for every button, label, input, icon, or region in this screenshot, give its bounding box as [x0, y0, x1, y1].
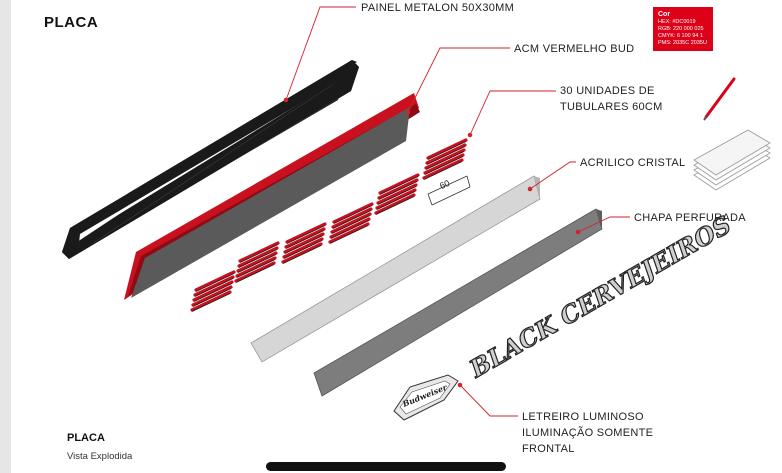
callout-tubulares-line1: 30 UNIDADES DE: [560, 85, 655, 97]
black-cervejeiros-sign: BLACK CERVEJEIROS: [463, 209, 736, 384]
tubulares-clusters: [190, 138, 468, 312]
leader-lines: [283, 6, 630, 417]
acrylic-panel: [250, 175, 541, 363]
callout-acrilico: ACRILICO CRISTAL: [580, 157, 686, 169]
tubular-cluster: [234, 241, 280, 283]
leader-acm: [407, 47, 510, 113]
acm-panel: [124, 93, 420, 300]
callout-painel: PAINEL METALON 50X30MM: [361, 2, 515, 14]
leader-chapa: [577, 216, 630, 233]
footer-title: PLACA: [67, 432, 105, 444]
acrylic-sheets-icon: [693, 129, 771, 191]
leader-acrilico: [529, 161, 576, 190]
callout-letreiro-line1: LETREIRO LUMINOSO: [522, 411, 644, 423]
swatch-rgb: RGB: 220 000 025: [658, 26, 704, 32]
perforated-sheet: [313, 208, 603, 397]
tubular-cluster: [190, 270, 236, 312]
leader-painel: [285, 6, 356, 101]
footer-subtitle: Vista Explodida: [67, 451, 133, 462]
leader-letreiro: [459, 384, 518, 417]
callout-letreiro: LETREIRO LUMINOSO ILUMINAÇÃO SOMENTE FRO…: [522, 409, 653, 457]
callout-letreiro-line2: ILUMINAÇÃO SOMENTE: [522, 427, 654, 439]
tubular-cluster: [374, 173, 420, 215]
callout-tubulares: 30 UNIDADES DE TUBULARES 60CM: [560, 83, 663, 115]
color-swatch: Cor HEX: #DC0019 RGB: 220 000 025 CMYK: …: [653, 7, 713, 51]
swatch-title: Cor: [658, 11, 671, 18]
tubular-cluster: [328, 202, 374, 244]
tubular-cluster: [422, 138, 468, 180]
page-title: PLACA: [44, 14, 99, 31]
callout-chapa: CHAPA PERFURADA: [634, 212, 746, 224]
callout-letreiro-line3: FRONTAL: [522, 443, 575, 455]
left-margin-strip: [0, 0, 11, 473]
sign-text: BLACK CERVEJEIROS: [464, 210, 736, 384]
callout-acm: ACM VERMELHO BUD: [514, 43, 635, 55]
leader-tubulares: [469, 90, 556, 136]
home-indicator-bar[interactable]: [266, 462, 506, 471]
callout-tubulares-line2: TUBULARES 60CM: [560, 101, 663, 113]
metalon-frame: [62, 60, 359, 259]
swatch-hex: HEX: #DC0019: [658, 19, 696, 25]
swatch-cmyk: CMYK: 6 100 94 1: [658, 33, 703, 39]
pen-icon: [703, 77, 736, 121]
tubular-cluster: [281, 222, 327, 264]
dimension-label: 60: [438, 178, 451, 191]
dimension-60: [427, 175, 471, 206]
swatch-pms: PMS: 2035C 2035U: [658, 40, 707, 46]
bud-logo-icon: Budweiser: [393, 374, 459, 421]
